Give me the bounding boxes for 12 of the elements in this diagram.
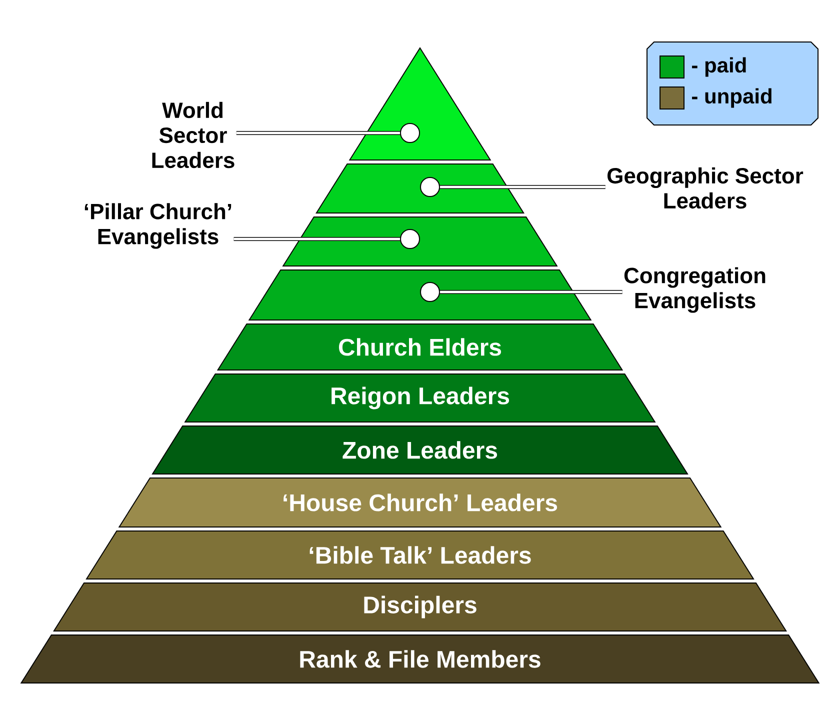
callout-label: Congregation Evangelists xyxy=(624,267,766,313)
pyramid-layer xyxy=(316,164,525,214)
leader-line xyxy=(234,229,420,249)
callout-label: World Sector Leaders xyxy=(152,102,234,168)
leader-line xyxy=(420,177,606,197)
callout-label: Geographic Sector Leaders xyxy=(608,167,804,209)
pyramid-layer: Disciplers xyxy=(53,582,787,632)
legend-label: - unpaid xyxy=(692,88,772,108)
leader-line xyxy=(236,123,420,143)
leader-line xyxy=(420,282,622,302)
callout-label: ‘Pillar Church’ Evangelists xyxy=(84,203,232,249)
legend-label: - paid xyxy=(692,57,746,77)
